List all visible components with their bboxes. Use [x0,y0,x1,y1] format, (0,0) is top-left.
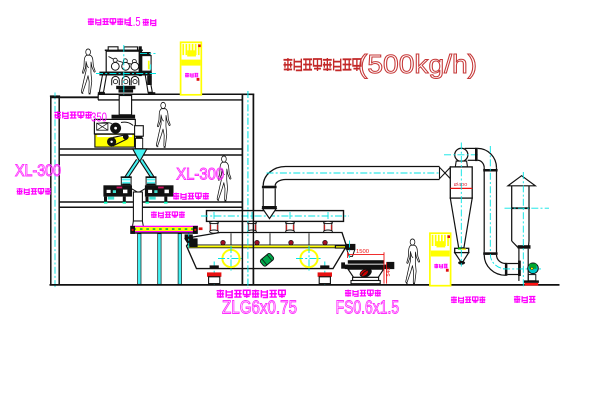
svg-text:XL-300: XL-300 [15,161,61,180]
svg-text:1500: 1500 [356,249,369,255]
svg-text:1.5: 1.5 [128,15,141,29]
svg-text:XL-300: XL-300 [176,165,224,184]
svg-text:FS0.6x1.5: FS0.6x1.5 [336,297,400,318]
svg-text:(500kg/h): (500kg/h) [358,49,477,79]
svg-text:ZLG6x0.75: ZLG6x0.75 [222,297,297,318]
svg-text:540: 540 [386,267,392,276]
svg-text:350: 350 [91,111,107,125]
